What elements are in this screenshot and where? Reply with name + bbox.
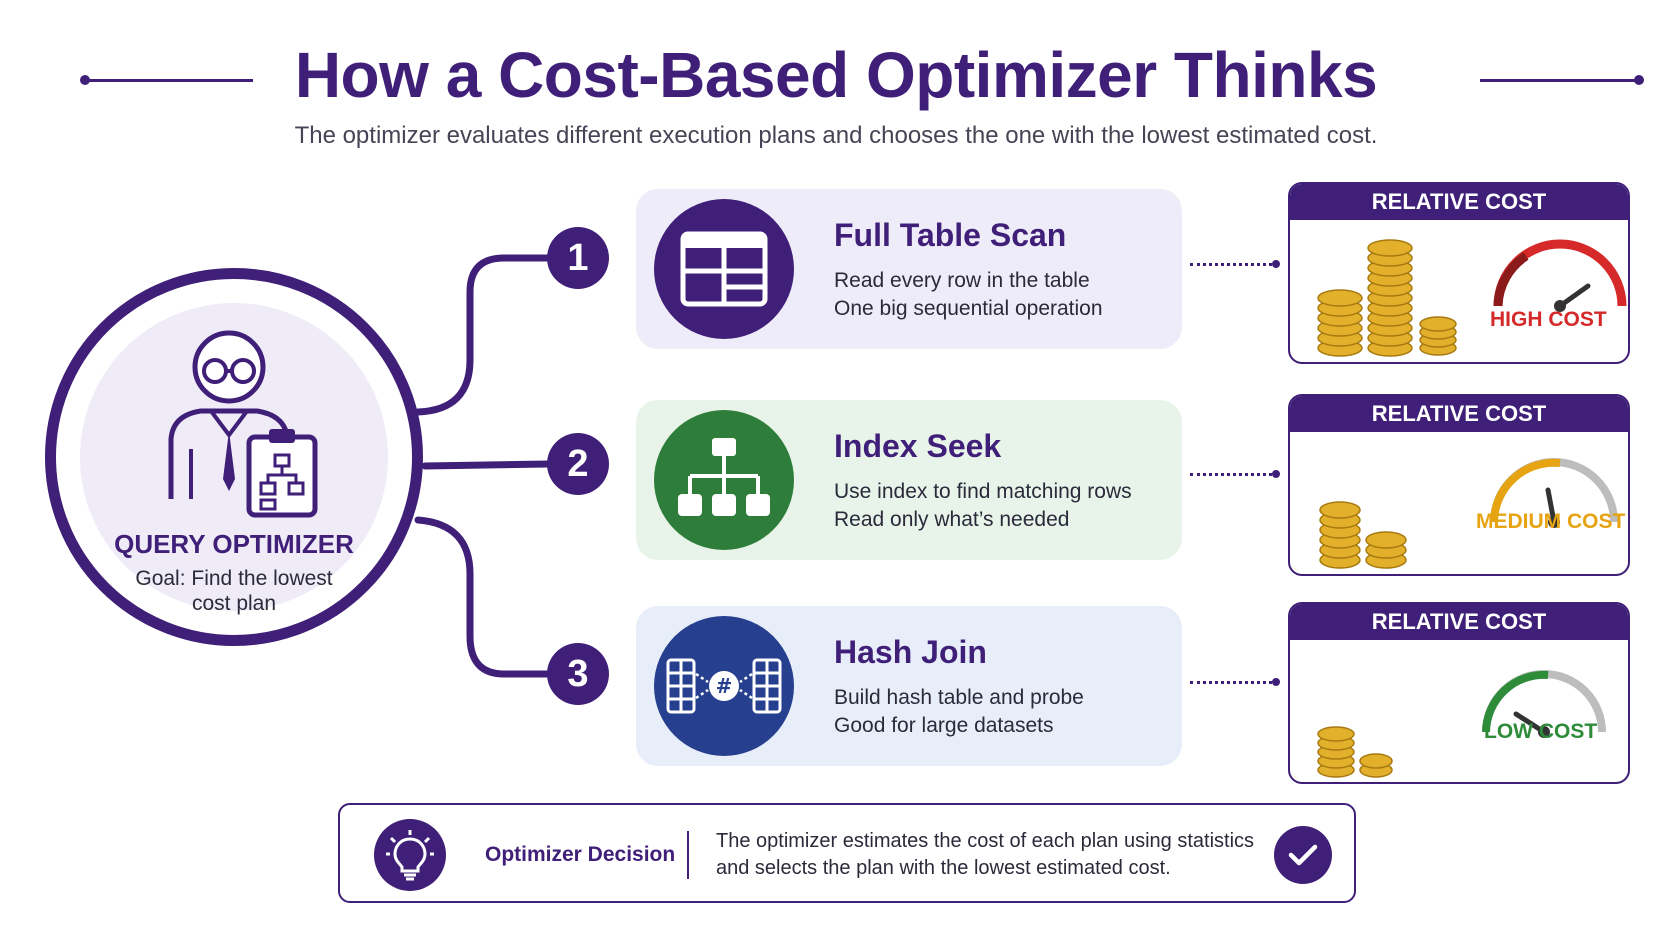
cost-label: LOW COST — [1484, 720, 1598, 743]
plan-title: Hash Join — [834, 634, 987, 670]
optimizer-person-icon — [168, 330, 318, 518]
cost-panel-high: RELATIVE COST HIGH COST — [1288, 182, 1630, 364]
coin-stack-icon — [1319, 458, 1618, 569]
page-title: How a Cost-Based Optimizer Thinks — [294, 39, 1378, 111]
cost-label: MEDIUM COST — [1476, 510, 1626, 533]
title-row: How a Cost-Based Optimizer Thinks — [0, 30, 1672, 120]
plan-description-1: Build hash table and probe — [834, 686, 1084, 709]
optimizer-decision-box: Optimizer Decision The optimizer estimat… — [338, 803, 1356, 903]
title-dot-right — [1634, 75, 1644, 85]
decision-text: The optimizer estimates the cost of each… — [716, 830, 1255, 879]
svg-text:#: # — [716, 674, 733, 698]
dotted-connector-2 — [1190, 473, 1278, 476]
dotted-connector-1 — [1190, 263, 1278, 266]
cost-label: HIGH COST — [1490, 308, 1607, 331]
cost-panel-header: RELATIVE COST — [1290, 184, 1628, 220]
optimizer-goal: Goal: Find the lowest cost plan — [135, 567, 333, 615]
title-line-right — [1480, 79, 1640, 82]
plan-title: Full Table Scan — [834, 217, 1067, 253]
plan-card-full-table-scan: Full Table Scan Read every row in the ta… — [636, 189, 1182, 349]
plan-description-2: One big sequential operation — [834, 297, 1103, 320]
cost-panel-medium: RELATIVE COST MEDIUM COST — [1288, 394, 1630, 576]
checkmark-icon — [1274, 826, 1332, 884]
plan-number-1: 1 — [547, 227, 609, 289]
decision-label: Optimizer Decision — [485, 843, 676, 866]
plan-description-1: Read every row in the table — [834, 269, 1090, 292]
hash-join-icon: # — [654, 616, 794, 756]
lightbulb-icon — [374, 819, 446, 891]
cost-panel-header: RELATIVE COST — [1290, 604, 1628, 640]
title-line-left — [85, 79, 253, 82]
dotted-connector-end-1 — [1272, 260, 1280, 268]
plan-card-index-seek: Index Seek Use index to find matching ro… — [636, 400, 1182, 560]
plan-description-2: Read only what’s needed — [834, 508, 1070, 531]
tree-icon — [654, 410, 794, 550]
plan-title: Index Seek — [834, 428, 1002, 464]
plan-description-1: Use index to find matching rows — [834, 480, 1132, 503]
plan-number-2: 2 — [547, 433, 609, 495]
coin-stack-icon — [1317, 670, 1606, 778]
page-subtitle: The optimizer evaluates different execut… — [294, 122, 1378, 149]
cost-panel-header: RELATIVE COST — [1290, 396, 1628, 432]
plan-description-2: Good for large datasets — [834, 714, 1054, 737]
cost-panel-low: RELATIVE COST LOW COST — [1288, 602, 1630, 784]
table-icon — [654, 199, 794, 339]
plan-number-3: 3 — [547, 643, 609, 705]
coin-stack-icon — [1317, 239, 1627, 357]
query-optimizer-node: QUERY OPTIMIZER Goal: Find the lowest co… — [45, 268, 423, 646]
dotted-connector-end-3 — [1272, 678, 1280, 686]
optimizer-title: QUERY OPTIMIZER — [114, 529, 354, 559]
dotted-connector-end-2 — [1272, 470, 1280, 478]
decision-divider — [687, 831, 689, 879]
plan-card-hash-join: # Hash Join Build hash table and probe G… — [636, 606, 1182, 766]
dotted-connector-3 — [1190, 681, 1278, 684]
